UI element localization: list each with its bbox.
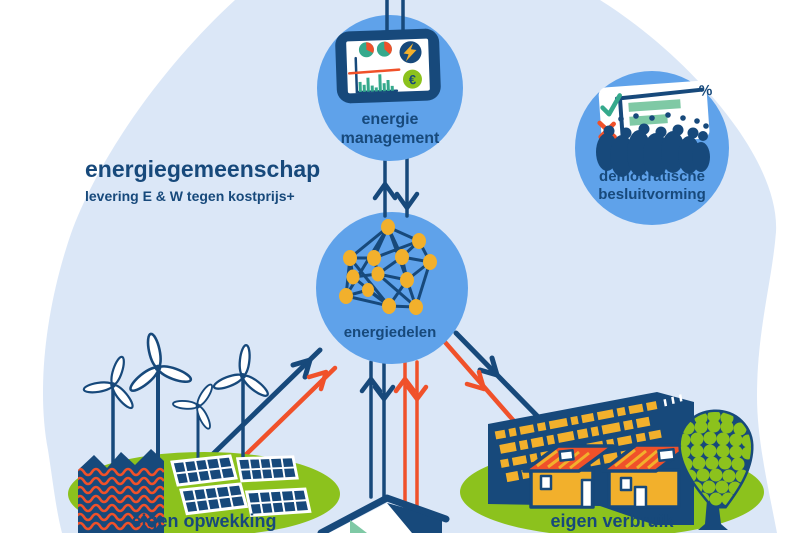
lightning-icon xyxy=(399,41,422,64)
title-block: energiegemeenschap levering E & W tegen … xyxy=(85,156,320,204)
euro-glyph: € xyxy=(409,72,417,87)
euro-icon: € xyxy=(402,69,422,89)
democratic-label-2: besluitvorming xyxy=(598,186,706,203)
generation-label: eigen opwekking xyxy=(131,511,276,531)
democratic-label-1: democratische xyxy=(599,168,705,185)
generation-scene: eigen opwekking xyxy=(68,325,340,533)
page-title: energiegemeenschap xyxy=(85,156,320,182)
management-sharing-links xyxy=(372,156,420,218)
grid-lines-top xyxy=(385,0,405,34)
factory-icon xyxy=(78,449,164,533)
crowd-icon xyxy=(596,112,710,177)
tree-icon xyxy=(678,409,754,530)
consumption-scene: eigen verbruik xyxy=(460,392,764,533)
energy-sharing-label: energiedelen xyxy=(344,324,437,341)
consumption-label: eigen verbruik xyxy=(550,511,674,531)
wind-turbine-icon xyxy=(78,325,277,468)
flow-arrow-consumption xyxy=(441,330,551,431)
house-icon xyxy=(522,443,692,509)
office-building-icon xyxy=(317,494,450,533)
energy-management-label-2: management xyxy=(341,130,440,147)
energy-management-label-1: energie xyxy=(362,111,419,128)
pie-chart-icon xyxy=(358,41,392,58)
check-icon xyxy=(600,93,623,117)
bar-chart-icon xyxy=(347,56,401,94)
energy-management-node: € energie management xyxy=(317,0,463,161)
percent-icon: % xyxy=(698,82,712,100)
network-icon xyxy=(339,219,437,315)
tablet-icon: € xyxy=(335,28,441,104)
page-subtitle: levering E & W tegen kostprijs+ xyxy=(85,188,295,204)
energy-sharing-node: energiedelen xyxy=(316,212,468,364)
flow-lines-vertical xyxy=(359,360,429,521)
democratic-node: % democratische besluitvorming xyxy=(575,71,729,225)
